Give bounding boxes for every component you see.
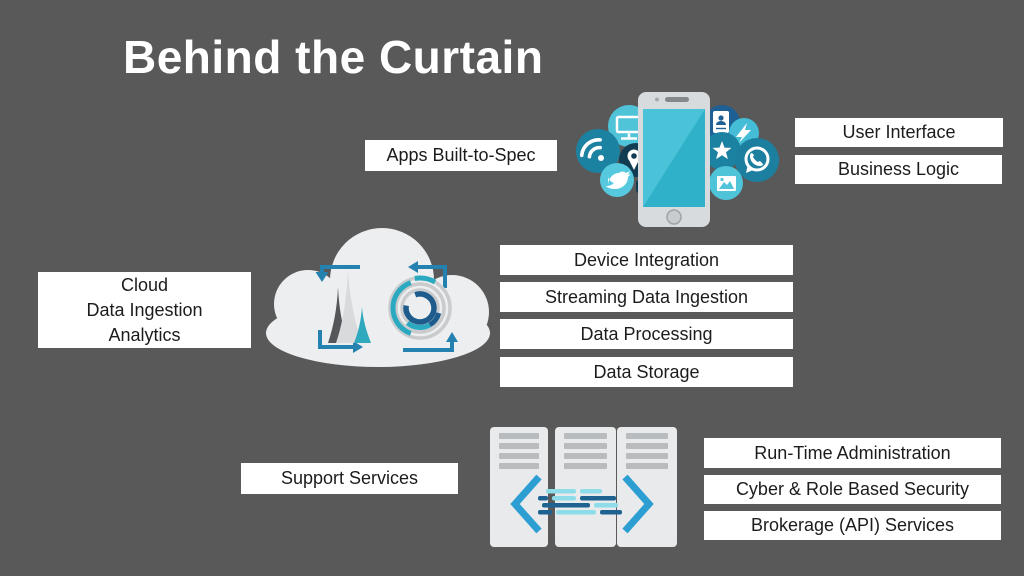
smartphone-social-illustration <box>576 92 779 227</box>
chevron-left-icon <box>510 474 542 534</box>
cyber-role-based-security-label: Cyber & Role Based Security <box>704 475 1001 504</box>
radial-chart-icon <box>388 275 452 340</box>
user-interface-label: User Interface <box>795 118 1003 147</box>
sync-arrows-icon <box>318 265 454 352</box>
data-storage-label: Data Storage <box>500 357 793 387</box>
streaming-data-ingestion-label: Streaming Data Ingestion <box>500 282 793 312</box>
data-processing-label: Data Processing <box>500 319 793 349</box>
business-logic-label: Business Logic <box>795 155 1002 184</box>
spike-chart-icon <box>328 270 371 343</box>
server-tower-icon <box>490 427 677 547</box>
server-racks-illustration <box>490 427 677 547</box>
cloud-icon <box>266 228 490 367</box>
code-lines-icon <box>538 489 622 515</box>
contact-card-icon <box>704 105 740 141</box>
sync-arrowheads <box>315 261 458 353</box>
cloud-data-ingestion-analytics-label: Cloud Data Ingestion Analytics <box>38 272 251 348</box>
run-time-administration-label: Run-Time Administration <box>704 438 1001 468</box>
support-services-label: Support Services <box>241 463 458 494</box>
cloud-label-line: Cloud <box>120 274 168 295</box>
device-integration-label: Device Integration <box>500 245 793 275</box>
chevron-right-icon <box>622 474 654 534</box>
star-icon <box>703 132 741 170</box>
apps-built-to-spec-label: Apps Built-to-Spec <box>365 140 557 171</box>
cloud-analytics-illustration <box>266 228 490 367</box>
brokerage-api-services-label: Brokerage (API) Services <box>704 511 1001 540</box>
twitter-icon <box>600 163 634 197</box>
photo-icon <box>709 166 743 200</box>
slide-title: Behind the Curtain <box>123 31 544 83</box>
smartphone-icon <box>638 92 710 227</box>
wifi-icon <box>576 129 620 173</box>
cloud-label-line: Data Ingestion <box>86 299 203 320</box>
cloud-label-line: Analytics <box>108 324 181 345</box>
whatsapp-icon <box>735 138 779 182</box>
